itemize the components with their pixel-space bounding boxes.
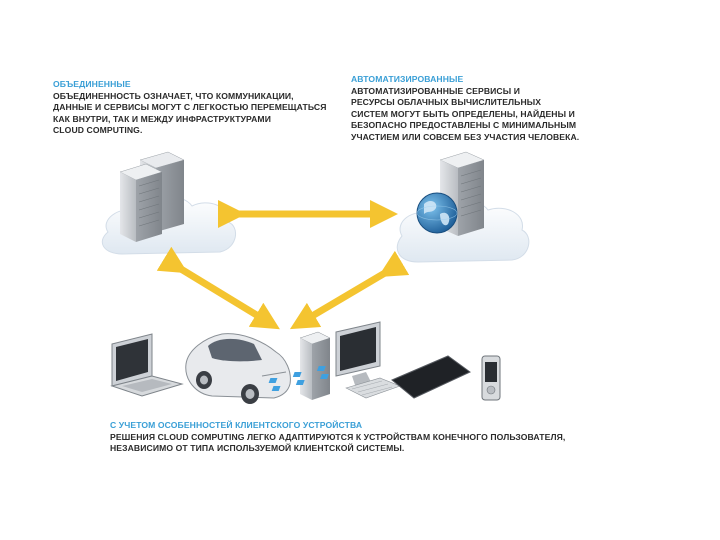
automated-text-block: АВТОМАТИЗИРОВАННЫЕ АВТОМАТИЗИРОВАННЫЕ СЕ… [351,74,579,144]
client-aware-line: РЕШЕНИЯ CLOUD COMPUTING ЛЕГКО АДАПТИРУЮТ… [110,431,566,442]
automated-title: АВТОМАТИЗИРОВАННЫЕ [351,74,464,84]
tablet-icon [268,355,471,399]
arrow-right-devices [289,250,410,330]
unified-line: ДАННЫЕ И СЕРВИСЫ МОГУТ С ЛЕГКОСТЬЮ ПЕРЕМ… [53,102,327,113]
unified-line: CLOUD COMPUTING. [53,125,143,136]
automated-line: АВТОМАТИЗИРОВАННЫЕ СЕРВИСЫ И [351,85,520,96]
unified-line: КАК ВНУТРИ, ТАК И МЕЖДУ ИНФРАСТРУКТУРАМИ [53,113,271,124]
automated-line: БЕЗОПАСНО ПРЕДОСТАВЛЕНЫ С МИНИМАЛЬНЫМ [351,120,577,131]
server-rack-icon [119,151,185,242]
desktop-pc-icon [299,321,401,400]
automated-line: СИСТЕМ МОГУТ БЫТЬ ОПРЕДЕЛЕНЫ, НАЙДЕНЫ И [351,108,575,119]
unified-title: ОБЪЕДИНЕННЫЕ [53,79,131,89]
automated-line: РЕСУРСЫ ОБЛАЧНЫХ ВЫЧИСЛИТЕЛЬНЫХ [351,97,542,108]
client-aware-text-block: С УЧЕТОМ ОСОБЕННОСТЕЙ КЛИЕНТСКОГО УСТРОЙ… [110,420,565,455]
unified-text-block: ОБЪЕДИНЕННЫЕ ОБЪЕДИНЕННОСТЬ ОЗНАЧАЕТ, ЧТ… [53,79,327,137]
connection-arrows [156,200,410,330]
phone-icon [481,355,501,401]
client-aware-title: С УЧЕТОМ ОСОБЕННОСТЕЙ КЛИЕНТСКОГО УСТРОЙ… [110,420,363,430]
automated-line: УЧАСТИЕМ ИЛИ СОВСЕМ БЕЗ УЧАСТИЯ ЧЕЛОВЕКА… [351,131,580,142]
client-aware-line: НЕЗАВИСИМО ОТ ТИПА ИСПОЛЬЗУЕМОЙ КЛИЕНТСК… [110,443,405,454]
arrow-left-devices [156,246,280,330]
car-icon [185,333,291,404]
unified-line: ОБЪЕДИНЕННОСТЬ ОЗНАЧАЕТ, ЧТО КОММУНИКАЦИ… [53,90,294,101]
laptop-icon [110,333,184,397]
globe-icon [416,192,458,234]
